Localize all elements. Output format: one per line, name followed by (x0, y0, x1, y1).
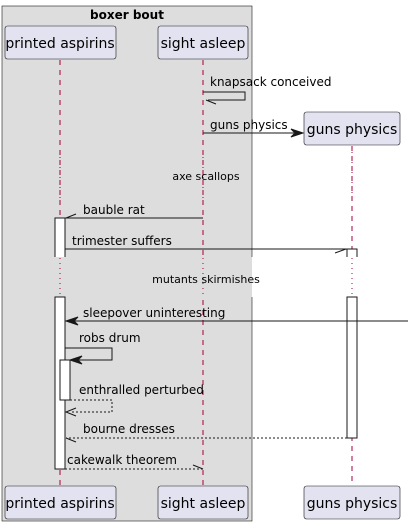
participant-guns-physics-bottom (303, 485, 401, 520)
participant-printed-aspirins-top (4, 25, 117, 60)
arrowhead-sleepover-uninteresting (64, 316, 79, 326)
message-label-guns-physics: guns physics (210, 118, 288, 132)
activation-guns-physics-lower (346, 296, 358, 439)
participant-printed-aspirins-top-label: printed aspirins (5, 36, 114, 52)
activation-printed-aspirins-inner-top (59, 359, 71, 401)
arrowhead-cakewalk-theorem (192, 464, 204, 470)
message-label-trimester-suffers: trimester suffers (72, 234, 172, 248)
divider-label-mutants-skirmishes: mutants skirmishes (152, 273, 260, 286)
message-arrow-knapsack-conceived (203, 91, 246, 101)
message-label-sleepover-uninteresting: sleepover uninteresting (83, 306, 225, 320)
arrowhead-bourne-dresses (65, 437, 77, 443)
message-label-knapsack-conceived: knapsack conceived (210, 75, 331, 89)
arrowhead-robs-drum (68, 355, 83, 365)
message-arrow-robs-drum (65, 347, 113, 361)
message-label-robs-drum: robs drum (79, 331, 141, 345)
group-box-title: boxer bout (90, 8, 164, 22)
message-label-bourne-dresses: bourne dresses (83, 422, 175, 436)
arrowhead-guns-physics (290, 128, 305, 138)
message-label-cakewalk-theorem: cakewalk theorem (67, 453, 177, 467)
arrowhead-enthralled-perturbed (64, 407, 77, 417)
participant-sight-asleep-top (157, 25, 249, 60)
participant-guns-physics-top-label: guns physics (307, 122, 398, 138)
divider-band-right (252, 257, 410, 297)
participant-sight-asleep-top-label: sight asleep (161, 36, 246, 52)
participant-guns-physics-bottom-label: guns physics (307, 496, 398, 512)
arrowhead-trimester-suffers (334, 248, 347, 254)
message-label-enthralled-perturbed: enthralled perturbed (79, 383, 204, 397)
participant-sight-asleep-bottom-label: sight asleep (161, 496, 246, 512)
message-arrow-enthralled-perturbed (70, 399, 113, 413)
arrowhead-bauble-rat (65, 213, 77, 219)
message-label-bauble-rat: bauble rat (83, 203, 145, 217)
participant-sight-asleep-bottom (157, 485, 249, 520)
arrowhead-knapsack-conceived (205, 99, 217, 105)
participant-printed-aspirins-bottom-label: printed aspirins (5, 496, 114, 512)
divider-label-axe-scallops: axe scallops (172, 170, 240, 183)
participant-printed-aspirins-bottom (4, 485, 117, 520)
participant-guns-physics-top (303, 111, 401, 146)
